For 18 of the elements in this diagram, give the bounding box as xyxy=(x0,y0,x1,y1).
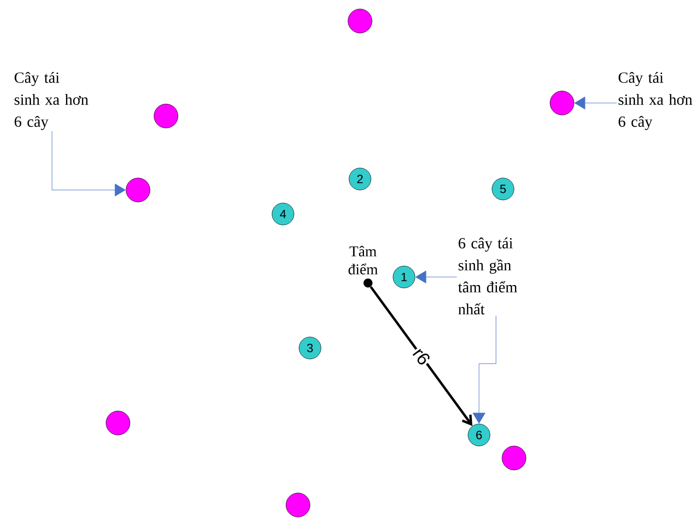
arrow xyxy=(472,315,496,424)
node-label: Tâm điểm xyxy=(348,246,378,274)
centre-point: Tâm điểm xyxy=(348,246,378,288)
callout-text: 6 cây tái sinh gần tâm điểm nhất xyxy=(458,238,518,314)
tree-marker xyxy=(550,90,574,116)
tree-marker xyxy=(348,8,372,34)
arrow xyxy=(415,270,458,284)
tree-marker xyxy=(106,410,130,436)
callout-text: Cây tái sinh xa hơn 6 cây xyxy=(14,72,88,130)
tree-marker xyxy=(154,104,178,128)
tree-marker xyxy=(126,178,150,202)
callout-text: Cây tái sinh xa hơn 6 cây xyxy=(618,72,692,130)
arrow xyxy=(574,96,618,110)
tree-marker xyxy=(502,446,526,470)
arrow xyxy=(370,286,472,426)
edge-label: r6 xyxy=(410,344,433,368)
arrow xyxy=(52,131,126,196)
tree-marker xyxy=(286,492,310,518)
